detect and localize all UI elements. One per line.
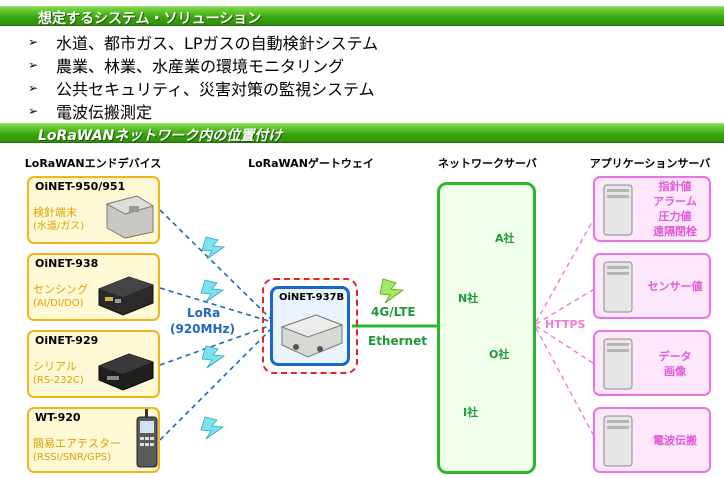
https-label: HTTPS [545,318,586,331]
network-server-panel [437,182,536,474]
device-label: 検針端末 [33,206,77,219]
device-sublabel: (RSSI/SNR/GPS) [33,452,112,463]
app-label-line: 遠隔閉栓 [653,225,697,238]
device-card-wt-920: WT-920 簡易エアテスター (RSSI/SNR/GPS) [27,407,160,473]
device-model: OiNET-938 [35,257,99,270]
network-server-header: ネットワークサーバ [438,157,537,170]
app-server-card-propagation: 電波伝搬 [593,407,711,473]
network-server-a-label: A社 [495,232,515,245]
app-label-line: アラーム [653,195,697,208]
lte-label: 4G/LTE [371,305,416,319]
app-label-line: センサー値 [647,280,703,293]
https-link-line [535,287,597,325]
device-sublabel: (水道/ガス) [33,221,85,232]
lora-link-line [159,327,273,441]
app-label-line: 指針値 [658,180,692,193]
app-label-line: 画像 [664,365,686,378]
arrow-bullet-icon: ➢ [28,80,39,95]
https-link-line [535,327,597,441]
device-card-oinet-938: OiNET-938 センシング (AI/DI/DO) [27,253,160,321]
app-label-line: 圧力値 [658,210,692,223]
serial-box-icon [98,353,154,391]
gateway-highlight-ring [262,278,358,374]
lightning-icon [200,279,225,303]
lora-link-line [159,287,273,323]
app-server-card-sensor: センサー値 [593,253,711,319]
lora-label: LoRa [187,306,221,320]
app-server-card-data-image: データ 画像 [593,330,711,396]
server-tower-icon [603,338,633,390]
section1-banner: 想定するシステム・ソリューション [0,6,724,27]
lora-frequency-label: (920MHz) [170,322,235,336]
list-item: ➢ 水道、都市ガス、LPガスの自動検針システム [28,30,378,53]
list-item: ➢ 電波伝搬測定 [28,99,378,122]
handheld-tester-icon [136,409,158,468]
bullet-text: 農業、林業、水産業の環境モニタリング [56,56,345,76]
section1-title: 想定するシステム・ソリューション [38,11,262,27]
network-server-n-label: N社 [458,292,479,305]
arrow-bullet-icon: ➢ [28,103,39,118]
bullet-text: 水道、都市ガス、LPガスの自動検針システム [56,33,379,53]
device-label: シリアル [33,360,77,373]
gateway-card: OiNET-937B [270,286,350,366]
bullet-text: 公共セキュリティ、災害対策の監視システム [56,79,375,99]
lightning-icon [201,236,226,260]
app-server-card-meter: 指針値 アラーム 圧力値 遠隔閉栓 [593,176,711,242]
list-item: ➢ 農業、林業、水産業の環境モニタリング [28,53,378,76]
meter-device-icon [105,195,155,239]
lightning-icon [201,345,226,369]
list-item: ➢ 公共セキュリティ、災害対策の監視システム [28,76,378,99]
server-tower-icon [603,415,633,467]
device-label: 簡易エアテスター [33,437,121,450]
end-devices-header: LoRaWANエンドデバイス [24,157,162,170]
app-label-line: データ [658,350,692,363]
section2-title: LoRaWANネットワーク内の位置付け [38,128,283,144]
device-model: OiNET-950/951 [35,180,126,193]
arrow-bullet-icon: ➢ [28,57,39,72]
lora-link-line [159,209,273,321]
gateway-model: OiNET-937B [279,292,345,303]
device-label: センシング [33,283,88,296]
network-server-o-label: O社 [489,348,510,361]
server-tower-icon [603,184,633,236]
app-server-header: アプリケーションサーバ [589,157,711,170]
app-label-line: 電波伝搬 [653,434,697,447]
bullet-text: 電波伝搬測定 [56,102,153,122]
device-sublabel: (AI/DI/DO) [33,298,84,309]
https-link-line [535,325,597,366]
ethernet-label: Ethernet [368,334,427,348]
section2-banner: LoRaWANネットワーク内の位置付け [0,123,724,144]
arrow-bullet-icon: ➢ [28,34,39,49]
https-link-line [535,214,597,323]
device-sublabel: (RS-232C) [33,375,84,386]
lightning-icon [200,416,225,440]
lora-link-line [159,324,273,366]
gateway-header: LoRaWANゲートウェイ [248,157,374,170]
device-model: OiNET-929 [35,334,99,347]
bullet-list: ➢ 水道、都市ガス、LPガスの自動検針システム ➢ 農業、林業、水産業の環境モニ… [28,30,378,122]
sensor-box-icon [98,276,154,316]
server-tower-icon [603,261,633,313]
device-model: WT-920 [35,411,81,424]
device-card-oinet-929: OiNET-929 シリアル (RS-232C) [27,330,160,398]
gateway-device-icon [280,314,344,358]
network-server-i-label: I社 [463,406,479,419]
device-card-oinet-950: OiNET-950/951 検針端末 (水道/ガス) [27,176,160,244]
lightning-icon [379,278,405,304]
